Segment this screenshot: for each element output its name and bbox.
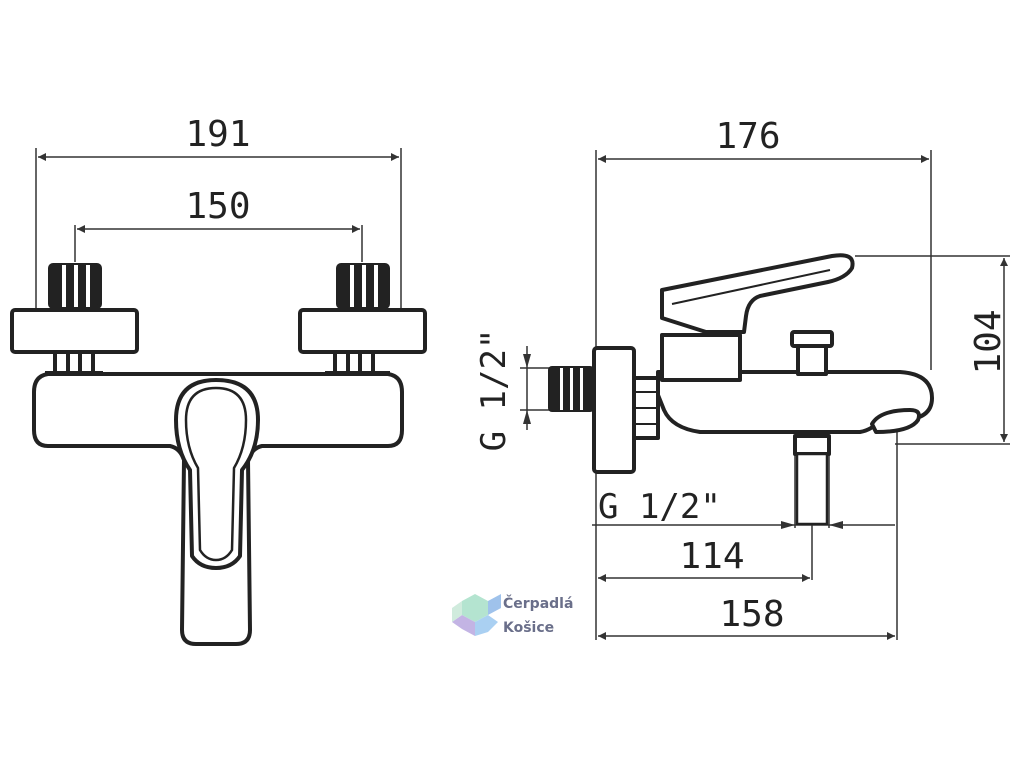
- right-escutcheon: [298, 308, 427, 354]
- wall-flange: [592, 346, 636, 474]
- inlet-arrow-bottom: [523, 410, 531, 424]
- front-view: 191 150: [10, 114, 427, 646]
- dim-outlet-thread: G 1/2": [598, 487, 721, 527]
- dim-overall-depth: 176: [715, 116, 780, 157]
- lever-handle: [174, 378, 260, 570]
- dim-outlet-distance: 114: [679, 536, 744, 577]
- watermark: Čerpadlá Košice: [452, 594, 573, 636]
- outlet-thread: [795, 452, 829, 526]
- spout-tip: [870, 408, 921, 434]
- left-stem: [45, 352, 103, 375]
- dim-height: 104: [968, 309, 1009, 374]
- lever-inner: [671, 269, 831, 305]
- watermark-line1: Čerpadlá: [503, 594, 573, 612]
- diverter-stem: [796, 344, 828, 376]
- outlet-arrow-right: [829, 521, 843, 529]
- side-view: 176 104 G 1/2" G 1/2" 114 158: [474, 116, 1010, 640]
- dim-overall-width: 191: [185, 114, 250, 155]
- outlet-nut: [793, 434, 831, 456]
- right-stem: [325, 352, 390, 375]
- lever-face: [184, 386, 248, 562]
- watermark-line2: Košice: [503, 620, 554, 636]
- dim-inlet-thread: G 1/2": [474, 329, 514, 452]
- outlet-arrow-left: [781, 521, 795, 529]
- dim-spout-reach: 158: [719, 594, 784, 635]
- lever-side: [660, 253, 855, 334]
- left-escutcheon: [10, 308, 139, 354]
- cartridge-column: [660, 333, 742, 382]
- diverter-cap: [790, 330, 834, 348]
- inlet-arrow-top: [523, 354, 531, 368]
- watermark-logo-icon: [452, 594, 501, 636]
- dim-inlet-spacing: 150: [185, 186, 250, 227]
